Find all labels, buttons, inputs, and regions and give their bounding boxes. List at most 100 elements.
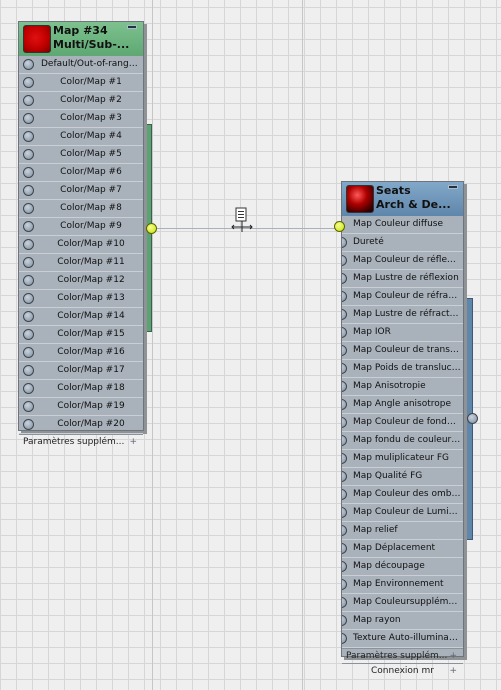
connection-move-icon[interactable] <box>230 207 254 233</box>
input-slot-row[interactable]: Map Couleur de réfraction <box>342 288 463 306</box>
expand-icon[interactable]: + <box>449 651 457 661</box>
input-slot-row[interactable]: Color/Map #3 <box>19 110 143 128</box>
input-socket[interactable] <box>23 203 34 214</box>
input-slot-row[interactable]: Color/Map #1 <box>19 74 143 92</box>
input-slot-row[interactable]: Texture Auto-illumination <box>342 630 463 648</box>
input-socket[interactable] <box>23 365 34 376</box>
input-socket[interactable] <box>23 311 34 322</box>
diffuse-input-socket[interactable] <box>334 221 345 232</box>
input-slot-row[interactable]: Map Couleur des ombres... <box>342 486 463 504</box>
input-slot-row[interactable]: Map découpage <box>342 558 463 576</box>
connection-wire[interactable] <box>155 228 337 229</box>
input-slot-row[interactable]: Color/Map #20 <box>19 416 143 434</box>
input-socket[interactable] <box>342 525 347 536</box>
input-socket[interactable] <box>342 237 347 248</box>
input-socket[interactable] <box>342 597 347 608</box>
input-socket[interactable] <box>342 615 347 626</box>
input-slot-row[interactable]: Color/Map #18 <box>19 380 143 398</box>
input-socket[interactable] <box>342 507 347 518</box>
input-slot-row[interactable]: Color/Map #8 <box>19 200 143 218</box>
input-slot-row[interactable]: Map Environnement <box>342 576 463 594</box>
node2-footer-connexion[interactable]: Connexion mr + <box>342 663 463 678</box>
minimize-icon[interactable] <box>127 25 137 29</box>
input-socket[interactable] <box>342 345 347 356</box>
input-socket[interactable] <box>23 185 34 196</box>
input-slot-row[interactable]: Map fondu de couleur de... <box>342 432 463 450</box>
input-socket[interactable] <box>342 273 347 284</box>
input-socket[interactable] <box>23 131 34 142</box>
input-socket[interactable] <box>23 95 34 106</box>
expand-icon[interactable]: + <box>129 437 137 447</box>
input-slot-row[interactable]: Map Anisotropie <box>342 378 463 396</box>
input-slot-row[interactable]: Color/Map #13 <box>19 290 143 308</box>
input-socket[interactable] <box>342 561 347 572</box>
input-slot-row[interactable]: Map Déplacement <box>342 540 463 558</box>
input-slot-row[interactable]: Color/Map #5 <box>19 146 143 164</box>
input-slot-row[interactable]: Color/Map #4 <box>19 128 143 146</box>
input-slot-row[interactable]: Map Lustre de réfraction <box>342 306 463 324</box>
input-slot-row[interactable]: Map Qualité FG <box>342 468 463 486</box>
input-slot-row[interactable]: Map relief <box>342 522 463 540</box>
input-socket[interactable] <box>342 363 347 374</box>
input-slot-row[interactable]: Color/Map #11 <box>19 254 143 272</box>
input-slot-row[interactable]: Map Couleursupplément... <box>342 594 463 612</box>
input-socket[interactable] <box>23 293 34 304</box>
input-socket[interactable] <box>342 453 347 464</box>
input-socket[interactable] <box>342 291 347 302</box>
input-slot-row[interactable]: Map Angle anisotrope <box>342 396 463 414</box>
input-slot-row[interactable]: Map Couleur de fondu de... <box>342 414 463 432</box>
input-socket[interactable] <box>342 417 347 428</box>
input-socket[interactable] <box>23 329 34 340</box>
input-slot-row[interactable]: Color/Map #19 <box>19 398 143 416</box>
node1-output-socket[interactable] <box>146 223 157 234</box>
input-slot-row[interactable]: Color/Map #15 <box>19 326 143 344</box>
input-socket[interactable] <box>23 149 34 160</box>
input-socket[interactable] <box>23 113 34 124</box>
input-slot-row[interactable]: Map Couleur de réflexion <box>342 252 463 270</box>
input-socket[interactable] <box>342 255 347 266</box>
input-socket[interactable] <box>342 471 347 482</box>
input-socket[interactable] <box>23 401 34 412</box>
input-slot-row[interactable]: Color/Map #2 <box>19 92 143 110</box>
input-slot-row[interactable]: Map Couleur de Lumière... <box>342 504 463 522</box>
input-socket[interactable] <box>23 221 34 232</box>
input-socket[interactable] <box>342 399 347 410</box>
input-socket[interactable] <box>23 419 34 430</box>
input-socket[interactable] <box>342 309 347 320</box>
input-socket[interactable] <box>23 239 34 250</box>
input-slot-row[interactable]: Default/Out-of-range Color <box>19 56 143 74</box>
input-socket[interactable] <box>23 275 34 286</box>
input-socket[interactable] <box>23 347 34 358</box>
input-slot-row[interactable]: Map IOR <box>342 324 463 342</box>
input-slot-row[interactable]: Color/Map #16 <box>19 344 143 362</box>
minimize-icon[interactable] <box>448 185 458 189</box>
input-socket[interactable] <box>342 435 347 446</box>
input-socket[interactable] <box>23 59 34 70</box>
node-header[interactable]: Seats Arch & De... <box>342 182 463 216</box>
input-socket[interactable] <box>342 579 347 590</box>
input-socket[interactable] <box>342 381 347 392</box>
input-socket[interactable] <box>342 633 347 644</box>
input-slot-row[interactable]: Color/Map #9 <box>19 218 143 236</box>
input-slot-row[interactable]: Map Couleur diffuse <box>342 216 463 234</box>
node-header[interactable]: Map #34 Multi/Sub-... <box>19 22 143 56</box>
expand-icon[interactable]: + <box>449 666 457 676</box>
multi-sub-map-node[interactable]: Map #34 Multi/Sub-... Default/Out-of-ran… <box>18 21 144 447</box>
input-slot-row[interactable]: Dureté <box>342 234 463 252</box>
input-socket[interactable] <box>23 77 34 88</box>
input-socket[interactable] <box>23 167 34 178</box>
input-slot-row[interactable]: Color/Map #12 <box>19 272 143 290</box>
input-slot-row[interactable]: Color/Map #14 <box>19 308 143 326</box>
input-socket[interactable] <box>342 327 347 338</box>
input-slot-row[interactable]: Map Lustre de réflexion <box>342 270 463 288</box>
input-socket[interactable] <box>23 383 34 394</box>
input-socket[interactable] <box>342 543 347 554</box>
node2-footer-params[interactable]: Paramètres supplém... + <box>342 648 463 663</box>
input-slot-row[interactable]: Color/Map #6 <box>19 164 143 182</box>
input-socket[interactable] <box>23 257 34 268</box>
input-slot-row[interactable]: Color/Map #7 <box>19 182 143 200</box>
input-slot-row[interactable]: Color/Map #17 <box>19 362 143 380</box>
input-socket[interactable] <box>342 489 347 500</box>
input-slot-row[interactable]: Map muliplicateur FG <box>342 450 463 468</box>
